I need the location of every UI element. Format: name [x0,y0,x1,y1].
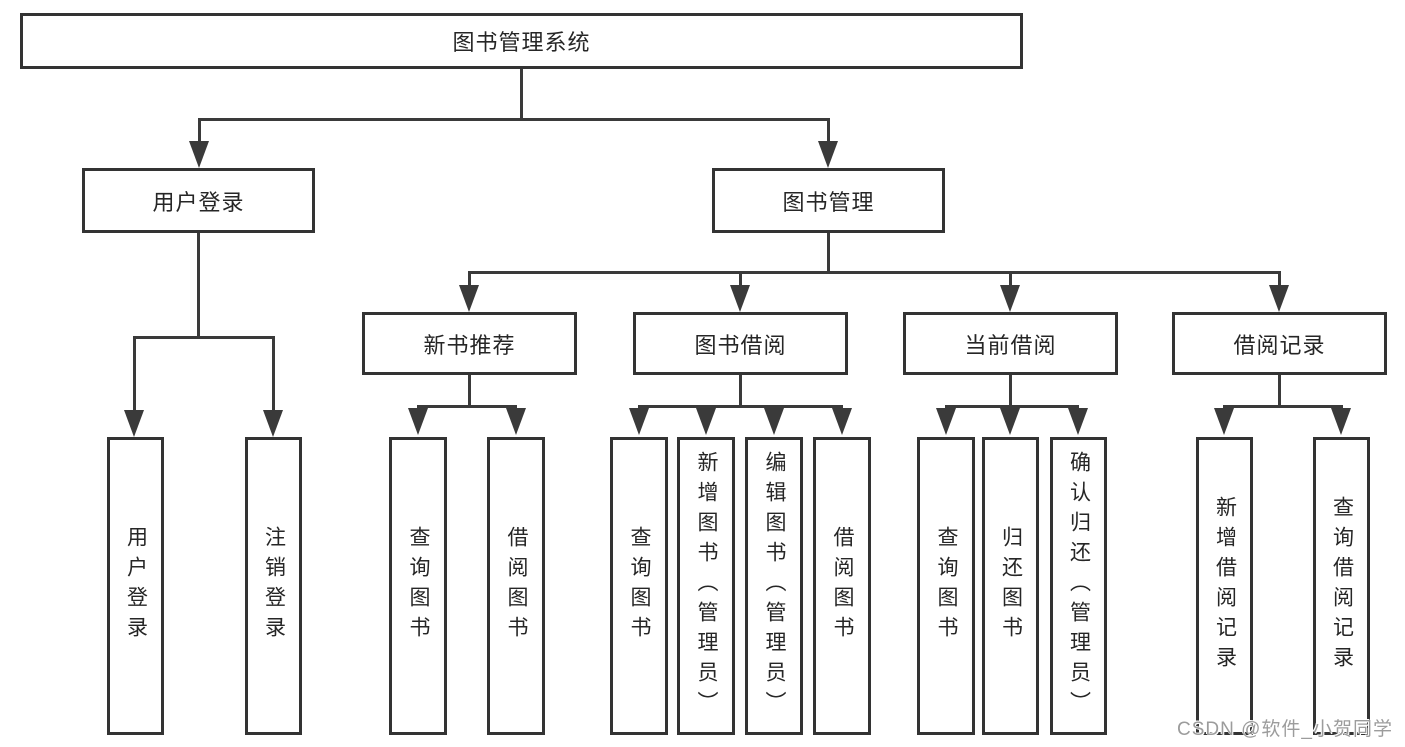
arrowhead-leaf-query-books-1 [408,408,428,435]
leaf-query-books-under-current-borrow: 查询图书 [917,437,975,735]
connector-new-book-trunk [468,375,471,408]
arrowhead-book-management [818,141,838,168]
connector-drop-login-leaf [133,336,136,412]
connector-drop-borrow-records [1278,271,1281,287]
node-user-login-label: 用户登录 [152,189,245,215]
connector-new-book-horizontal [417,405,517,408]
arrowhead-leaf-query-books-3 [936,408,956,435]
node-borrow-records: 借阅记录 [1172,312,1387,375]
node-root-system: 图书管理系统 [20,13,1023,69]
leaf-logout: 注销登录 [245,437,302,735]
node-book-borrow: 图书借阅 [633,312,848,375]
node-new-book-recommend-label: 新书推荐 [423,332,516,358]
node-user-login: 用户登录 [82,168,315,233]
leaf-query-books-under-book-borrow: 查询图书 [610,437,668,735]
connector-root-trunk [520,69,523,121]
connector-drop-current-borrow [1009,271,1012,287]
connector-user-login-trunk [197,233,200,339]
connector-drop-new-book [468,271,471,287]
arrowhead-new-book [459,285,479,312]
arrowhead-leaf-add-books [696,408,716,435]
connector-borrow-records-horizontal [1223,405,1343,408]
connector-level3-horizontal [468,271,1281,274]
connector-book-management-trunk [827,233,830,274]
arrowhead-leaf-borrow-books-2 [832,408,852,435]
connector-user-login-horizontal [133,336,275,339]
leaf-borrow-books-under-book-borrow: 借阅图书 [813,437,871,735]
arrowhead-leaf-add-borrow-record [1214,408,1234,435]
arrowhead-logout-leaf [263,410,283,437]
arrowhead-user-login [189,141,209,168]
connector-drop-logout-leaf [272,336,275,412]
node-borrow-records-label: 借阅记录 [1233,332,1326,358]
node-book-borrow-label: 图书借阅 [694,332,787,358]
leaf-query-books-under-new-book: 查询图书 [389,437,447,735]
arrowhead-leaf-edit-books [764,408,784,435]
leaf-query-borrow-record: 查询借阅记录 [1313,437,1370,735]
arrowhead-leaf-borrow-books-1 [506,408,526,435]
node-book-management: 图书管理 [712,168,945,233]
node-book-management-label: 图书管理 [782,189,875,215]
connector-book-borrow-trunk [739,375,742,408]
leaf-add-books-admin: 新增图书（管理员） [677,437,735,735]
leaf-confirm-return-admin: 确认归还（管理员） [1050,437,1107,735]
arrowhead-leaf-query-borrow-record [1331,408,1351,435]
connector-drop-book-borrow [739,271,742,287]
leaf-user-login: 用户登录 [107,437,164,735]
node-root-system-label: 图书管理系统 [452,30,591,55]
arrowhead-borrow-records [1269,285,1289,312]
connector-current-borrow-horizontal [945,405,1079,408]
arrowhead-login-leaf [124,410,144,437]
connector-current-borrow-trunk [1009,375,1012,408]
leaf-add-borrow-record: 新增借阅记录 [1196,437,1253,735]
node-current-borrow-label: 当前借阅 [964,332,1057,358]
connector-drop-user-login [198,118,201,143]
arrowhead-book-borrow [730,285,750,312]
connector-book-borrow-horizontal [638,405,843,408]
arrowhead-current-borrow [1000,285,1020,312]
connector-level2-horizontal [198,118,830,121]
arrowhead-leaf-return-books [1000,408,1020,435]
node-current-borrow: 当前借阅 [903,312,1118,375]
connector-drop-book-management [827,118,830,143]
arrowhead-leaf-query-books-2 [629,408,649,435]
connector-borrow-records-trunk [1278,375,1281,408]
arrowhead-leaf-confirm-return [1068,408,1088,435]
csdn-watermark: CSDN @软件_小贺同学 [1177,719,1393,740]
leaf-edit-books-admin: 编辑图书（管理员） [745,437,803,735]
leaf-borrow-books-under-new-book: 借阅图书 [487,437,545,735]
node-new-book-recommend: 新书推荐 [362,312,577,375]
leaf-return-books: 归还图书 [982,437,1039,735]
